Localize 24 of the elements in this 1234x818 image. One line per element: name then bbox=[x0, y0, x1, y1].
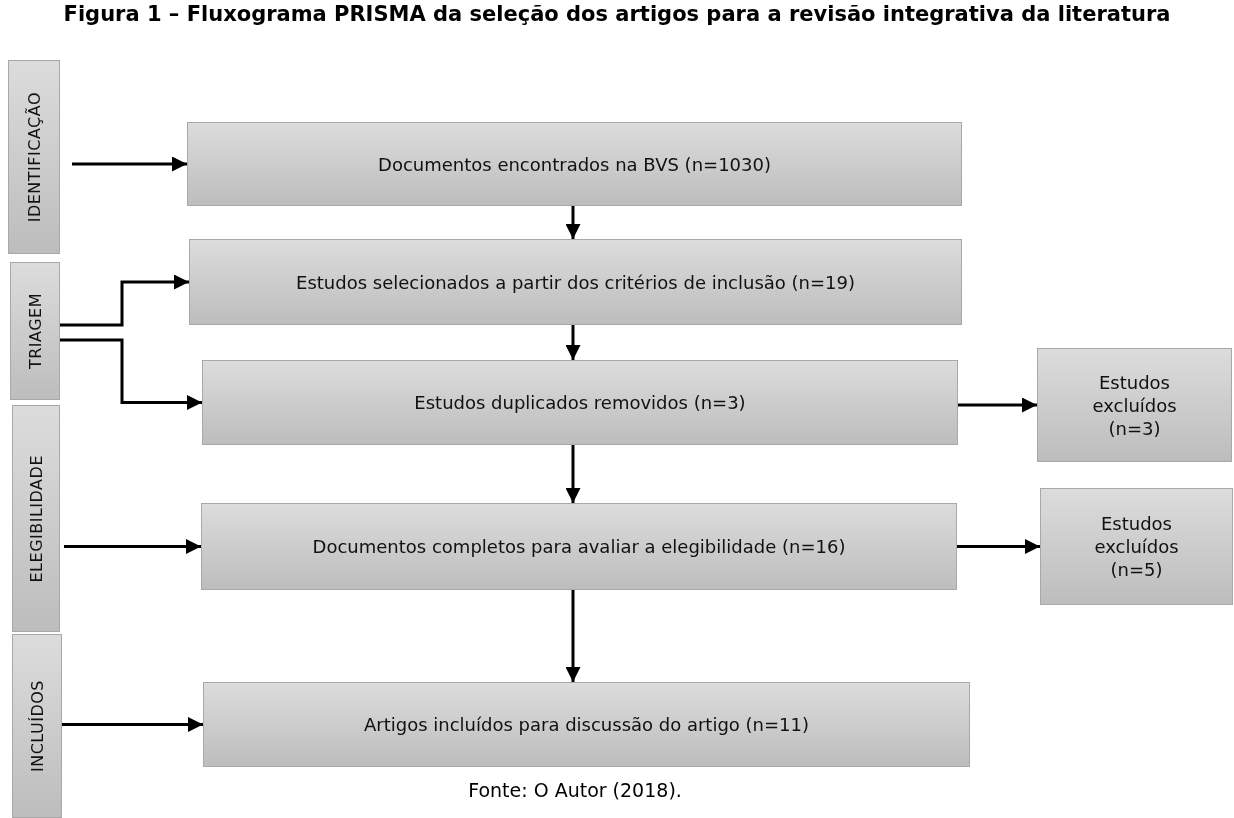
process-box: Artigos incluídos para discussão do artigo (n=11) bbox=[203, 682, 970, 767]
process-box: Estudos excluídos (n=3) bbox=[1037, 348, 1232, 462]
arrow bbox=[64, 539, 201, 554]
arrow bbox=[72, 156, 187, 172]
figure-title: Figura 1 – Fluxograma PRISMA da seleção dos artigos para a revisão integrativa da literatura bbox=[62, 2, 1172, 27]
arrow bbox=[60, 338, 202, 410]
stage-label-box: IDENTIFICAÇÃO bbox=[8, 60, 60, 254]
stage-label-box: INCLUÍDOS bbox=[12, 634, 62, 818]
process-box: Estudos duplicados removidos (n=3) bbox=[202, 360, 958, 445]
arrow bbox=[565, 590, 581, 682]
arrow bbox=[62, 717, 203, 732]
stage-label-box: ELEGIBILIDADE bbox=[12, 405, 60, 632]
arrow bbox=[958, 397, 1037, 413]
arrow bbox=[957, 539, 1040, 554]
arrow bbox=[565, 325, 581, 360]
stage-label-box: TRIAGEM bbox=[10, 262, 60, 400]
process-box: Documentos completos para avaliar a elegibilidade (n=16) bbox=[201, 503, 957, 590]
process-box: Estudos excluídos (n=5) bbox=[1040, 488, 1233, 605]
process-box: Documentos encontrados na BVS (n=1030) bbox=[187, 122, 962, 206]
arrow bbox=[60, 274, 189, 327]
process-box: Estudos selecionados a partir dos critérios de inclusão (n=19) bbox=[189, 239, 962, 325]
source-caption: Fonte: O Autor (2018). bbox=[467, 779, 683, 801]
arrow bbox=[565, 206, 581, 239]
arrow bbox=[565, 445, 581, 503]
